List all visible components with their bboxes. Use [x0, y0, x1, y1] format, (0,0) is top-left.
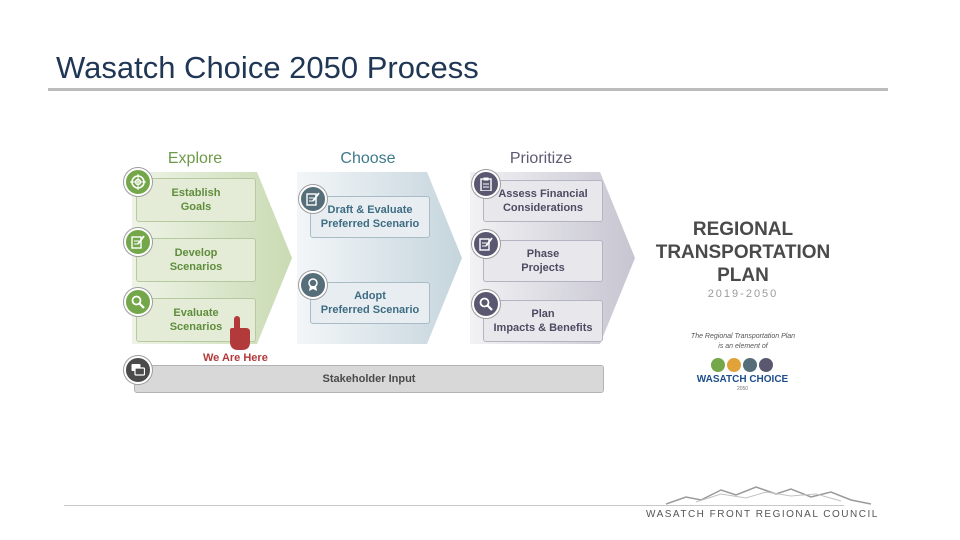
step-assess-financial: Assess Financial Considerations — [483, 180, 603, 222]
column-heading-explore: Explore — [167, 150, 223, 167]
step-adopt: Adopt Preferred Scenario — [310, 282, 430, 324]
wasatch-choice-logo-name: WASATCH CHOICE — [696, 374, 789, 385]
mountains-logo-icon — [666, 486, 871, 505]
slide-title: Wasatch Choice 2050 Process — [56, 50, 479, 85]
pencil-note-icon — [124, 228, 152, 256]
footer-rule — [64, 505, 844, 506]
step-develop-scenarios: Develop Scenarios — [136, 238, 256, 282]
step-draft-evaluate: Draft & Evaluate Preferred Scenario — [310, 196, 430, 238]
rtp-title: REGIONAL TRANSPORTATION PLAN — [655, 219, 831, 286]
we-are-here-label: We Are Here — [203, 352, 268, 364]
pencil-note-icon — [472, 230, 500, 258]
chat-bubbles-icon — [124, 356, 152, 384]
magnifier-icon — [472, 290, 500, 318]
step-establish-goals: Establish Goals — [136, 178, 256, 222]
award-ribbon-icon — [299, 271, 327, 299]
rtp-note: The Regional Transportation Plan is an e… — [690, 333, 796, 350]
wfrc-footer-name: WASATCH FRONT REGIONAL COUNCIL — [646, 509, 879, 520]
clipboard-icon — [472, 170, 500, 198]
stakeholder-input-bar: Stakeholder Input — [134, 365, 604, 393]
pointing-hand-icon — [230, 316, 250, 350]
wasatch-choice-logo-year: 2050 — [736, 386, 749, 392]
step-plan-impacts: Plan Impacts & Benefits — [483, 300, 603, 342]
magnifier-icon — [124, 288, 152, 316]
wasatch-choice-logo-icon — [711, 358, 773, 372]
rtp-years: 2019-2050 — [707, 288, 779, 300]
column-heading-prioritize: Prioritize — [509, 150, 573, 167]
column-heading-choose: Choose — [340, 150, 396, 167]
title-underline — [48, 88, 888, 91]
step-phase-projects: Phase Projects — [483, 240, 603, 282]
target-icon — [124, 168, 152, 196]
pencil-note-icon — [299, 185, 327, 213]
